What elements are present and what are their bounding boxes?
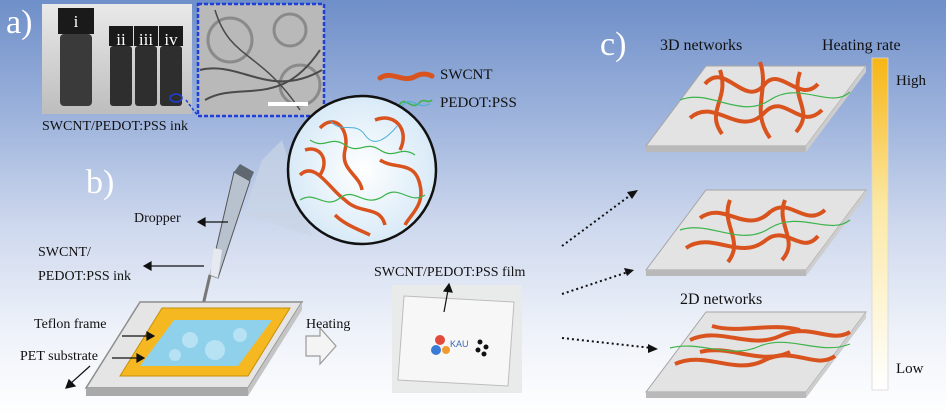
panel-label-c: c) <box>600 26 627 63</box>
film-label: SWCNT/PEDOT:PSS film <box>374 265 526 280</box>
heating-arrow <box>305 326 337 366</box>
legend-swcnt-label: SWCNT <box>440 67 493 83</box>
plate-3d-middle <box>645 189 867 276</box>
film-logo-text: KAU <box>450 339 469 349</box>
networks-2d-title: 2D networks <box>680 291 763 308</box>
vial-photo <box>42 4 192 114</box>
teflon-label: Teflon frame <box>34 317 107 332</box>
networks-3d-title: 3D networks <box>660 37 743 54</box>
vial-label-iii: iii <box>138 30 154 49</box>
heating-rate-high: High <box>896 73 926 89</box>
vial-label-iv: iv <box>164 30 178 49</box>
heating-rate-bar <box>871 57 889 391</box>
tem-image <box>196 2 326 118</box>
film-pointer <box>442 282 453 313</box>
legend-swcnt-symbol <box>377 71 435 82</box>
dropper-label: Dropper <box>134 211 181 226</box>
ink-caption: SWCNT/PEDOT:PSS ink <box>42 119 188 134</box>
heating-label: Heating <box>306 317 351 332</box>
label-pointers <box>65 216 228 389</box>
vial-label-i: i <box>73 12 79 31</box>
plate-2d-bottom <box>645 311 867 398</box>
ink-label-line2: PEDOT:PSS ink <box>38 269 132 284</box>
network-arrows <box>561 193 653 349</box>
vial-label-ii: ii <box>116 30 126 49</box>
ink-label-line1: SWCNT/ <box>38 245 91 260</box>
heating-rate-title: Heating rate <box>822 37 901 54</box>
pet-label: PET substrate <box>20 349 98 364</box>
film-photo <box>392 285 522 393</box>
panel-label-b: b) <box>86 164 115 201</box>
zoom-circle <box>244 94 438 246</box>
plate-3d-top <box>645 61 867 152</box>
legend-pedot-label: PEDOT:PSS <box>440 95 517 111</box>
photo-connector <box>185 99 199 117</box>
heating-rate-low: Low <box>896 361 924 377</box>
network-arrowheads <box>624 190 658 353</box>
substrate-setup <box>84 301 304 396</box>
panel-label-a: a) <box>6 4 33 41</box>
